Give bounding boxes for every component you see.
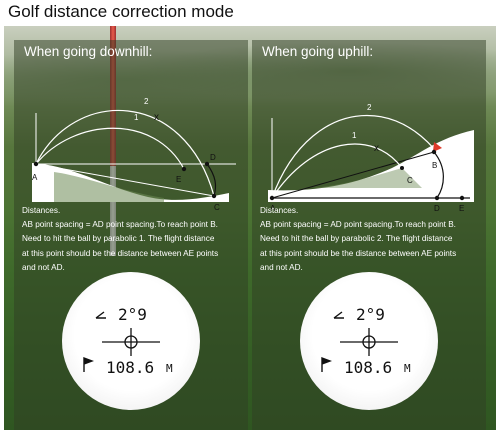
- point-c: [400, 166, 404, 170]
- label-c: C: [407, 176, 413, 185]
- distance-unit: M: [166, 362, 173, 375]
- description-line: Need to hit the ball by parabolic 2. The…: [260, 234, 453, 244]
- panel-title: When going downhill:: [24, 44, 153, 59]
- miss-mark: x: [374, 143, 379, 154]
- page-title: Golf distance correction mode: [8, 2, 234, 21]
- golf-course-photo: When going downhill: x A: [4, 26, 496, 430]
- flag-icon: [321, 356, 332, 372]
- point-a: [33, 161, 39, 167]
- trajectory-1: [271, 143, 403, 199]
- terrain: [268, 130, 474, 202]
- label-a: A: [32, 173, 38, 182]
- description-line: and not AD.: [260, 262, 303, 272]
- point-d: [434, 195, 440, 201]
- slope-line: [271, 151, 435, 199]
- description-line: AB point spacing = AD point spacing.To r…: [260, 220, 456, 230]
- label-d: D: [434, 204, 440, 213]
- point-d: [204, 161, 210, 167]
- point-a: [269, 195, 275, 201]
- label-1: 1: [134, 113, 139, 122]
- label-e: E: [176, 175, 181, 184]
- distance-unit: M: [404, 362, 411, 375]
- angle-readout: 2°9: [356, 305, 385, 324]
- point-e: [181, 166, 187, 172]
- panel-title: When going uphill:: [262, 44, 374, 59]
- point-e: [459, 195, 465, 201]
- slope-line: [35, 163, 215, 197]
- trajectory-1: [35, 127, 185, 170]
- label-1: 1: [352, 131, 357, 140]
- label-2: 2: [367, 103, 372, 112]
- trajectory-2: [35, 109, 215, 197]
- label-d: D: [210, 153, 216, 162]
- angle-icon: [95, 311, 106, 319]
- uphill-diagram: x A B C D E 1 2: [268, 103, 474, 213]
- downhill-panel: When going downhill: x A: [14, 40, 248, 430]
- downhill-diagram: x A E D C 1 2: [32, 97, 236, 212]
- description-line: at this point should be the distance bet…: [260, 248, 457, 258]
- uphill-panel: When going uphill: x: [252, 40, 486, 430]
- label-c: C: [214, 203, 220, 212]
- distance-arc: [206, 163, 217, 197]
- label-b: B: [432, 161, 437, 170]
- target-flag-icon: [433, 142, 442, 152]
- display-graphics: 2°9 108.6 M: [83, 305, 173, 377]
- rangefinder-display: 2°9 108.6 M: [300, 272, 438, 410]
- flag-icon: [83, 356, 94, 372]
- angle-icon: [333, 311, 344, 319]
- distance-arc: [433, 151, 444, 199]
- rangefinder-display: 2°9 108.6 M: [62, 272, 200, 410]
- point-c: [211, 193, 217, 199]
- description: Distances. AB point spacing = AD point s…: [260, 204, 486, 275]
- distance-readout: 108.6: [344, 358, 392, 377]
- description-line: Need to hit the ball by parabolic 1. The…: [22, 234, 215, 244]
- terrain-shade: [312, 168, 422, 188]
- label-2: 2: [144, 97, 149, 106]
- display-graphics: 2°9 108.6 M: [321, 305, 411, 377]
- point-b: [431, 149, 437, 155]
- distance-readout: 108.6: [106, 358, 154, 377]
- description: Distances. AB point spacing = AD point s…: [22, 204, 248, 275]
- angle-readout: 2°9: [118, 305, 147, 324]
- description-line: and not AD.: [22, 262, 65, 272]
- terrain-shade: [54, 172, 164, 202]
- label-e: E: [459, 204, 464, 213]
- target-mark: x: [154, 112, 159, 123]
- label-a: A: [270, 204, 276, 213]
- description-line: Distances.: [22, 206, 61, 215]
- description-line: at this point should be the distance bet…: [22, 248, 219, 258]
- trajectory-2: [271, 115, 463, 199]
- description-line: AB point spacing = AD point spacing.To r…: [22, 220, 218, 230]
- description-line: Distances.: [260, 206, 299, 215]
